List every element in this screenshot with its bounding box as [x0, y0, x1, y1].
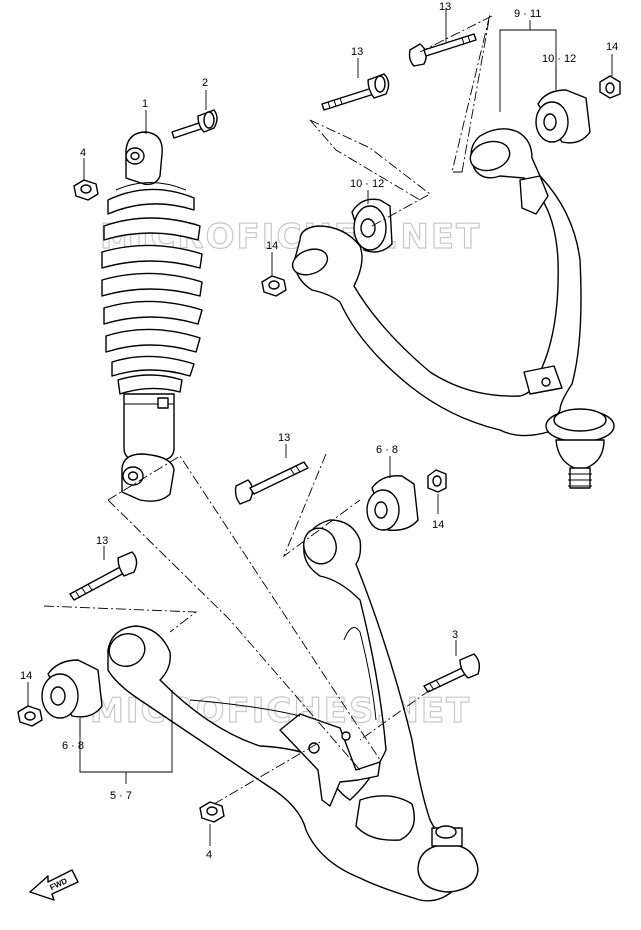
lower-bolt-3	[423, 653, 481, 693]
label-upper-bolt-top: 13	[439, 1, 451, 13]
lower-arm	[107, 519, 479, 902]
label-upper-bush-left: 10 · 12	[350, 178, 384, 190]
upper-bush-right	[535, 89, 591, 144]
lower-bolt-left	[69, 551, 138, 601]
upper-nut-left	[261, 275, 287, 297]
part-labels: 1 2 4 13 13 9 · 11 10 · 12 14 10 · 12 14…	[20, 1, 618, 861]
label-upper-bolt-left: 13	[351, 46, 363, 58]
label-lower-bolt-mid: 13	[278, 432, 290, 444]
label-lower-front-bush: 6 · 8	[376, 444, 398, 456]
upper-nut-right	[599, 75, 621, 99]
label-lower-bush: 6 · 8	[62, 740, 84, 752]
upper-bolt-left	[321, 73, 390, 111]
lower-bush-left	[41, 659, 103, 719]
label-shock-bolt: 2	[202, 77, 208, 89]
label-shock-top-nut: 4	[80, 147, 86, 159]
lower-bolt-mid	[234, 461, 309, 505]
label-upper-nut-right: 14	[606, 41, 618, 53]
label-lower-bolt: 3	[452, 629, 458, 641]
label-shock-absorber: 1	[142, 98, 148, 110]
assembly-lines	[43, 13, 493, 805]
lower-nut-left	[17, 705, 43, 727]
label-upper-bush-right: 10 · 12	[542, 53, 576, 65]
upper-arm	[291, 128, 615, 489]
label-lower-bolt-left: 13	[96, 535, 108, 547]
leader-lines	[27, 8, 613, 846]
fwd-arrow-icon: FWD	[29, 869, 79, 901]
label-lower-arm: 5 · 7	[110, 790, 132, 802]
label-lower-nut-left: 14	[20, 670, 32, 682]
shock-bolt-2	[171, 109, 218, 139]
label-upper-nut-left: 14	[266, 240, 278, 252]
shock-nut-4	[73, 179, 99, 201]
label-lower-nut: 4	[206, 849, 212, 861]
lower-nut-4	[199, 801, 225, 823]
label-lower-nut-mid: 14	[432, 519, 444, 531]
lower-nut-mid	[427, 469, 447, 493]
lower-bush-mid	[366, 475, 419, 531]
label-upper-arm: 9 · 11	[514, 8, 541, 20]
upper-bolt-top	[408, 33, 477, 67]
shock-absorber	[101, 131, 203, 502]
